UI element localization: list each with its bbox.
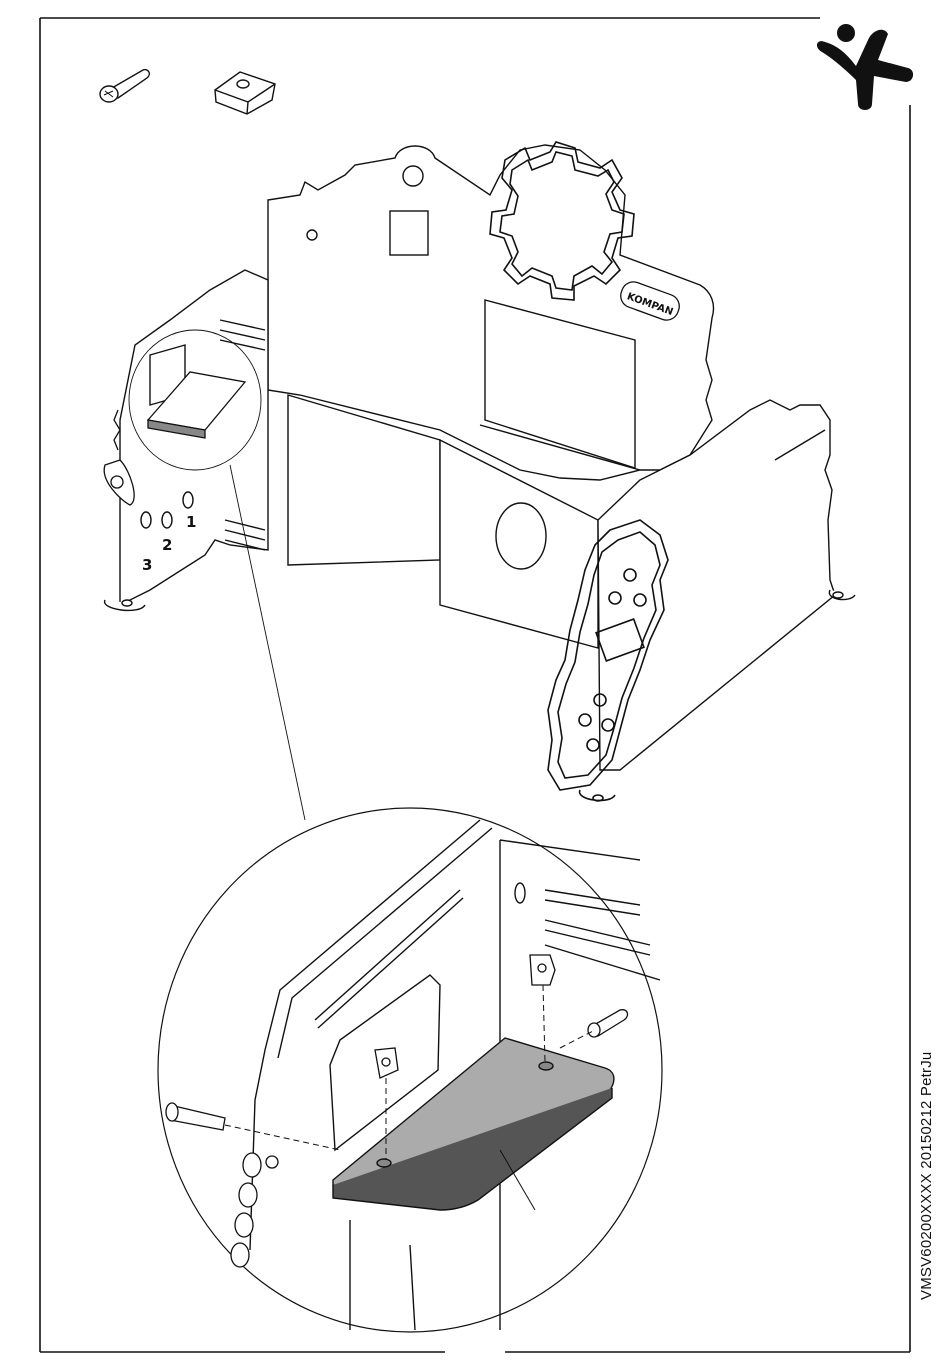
- panel-number-2: 2: [162, 536, 172, 554]
- screw-icon: [100, 70, 149, 102]
- magnified-detail: [158, 808, 662, 1332]
- panel-number-3: 3: [142, 556, 152, 574]
- left-side-panel: [105, 270, 268, 610]
- panel-number-1: 1: [186, 513, 196, 531]
- document-code: VMSV60200XXXX 20150212 PetrJu: [918, 1052, 935, 1300]
- kompan-figure-logo: [817, 24, 913, 110]
- nut-icon: [215, 72, 275, 114]
